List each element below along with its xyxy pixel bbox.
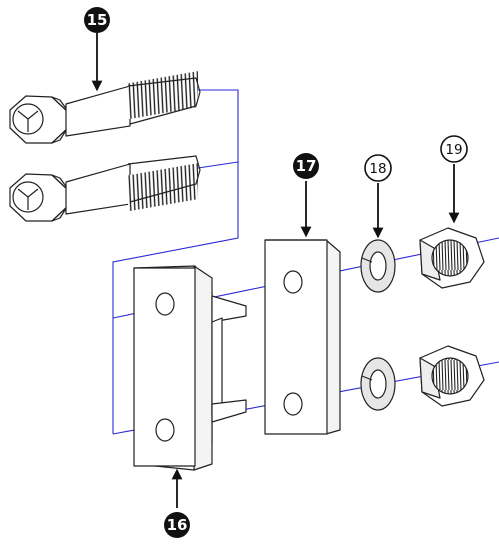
hex-nut-top <box>419 227 485 289</box>
lock-washer-bottom <box>360 357 396 411</box>
callout-19: 19 <box>440 135 468 163</box>
callout-19-label: 19 <box>445 142 462 158</box>
callout-17: 17 <box>293 153 319 179</box>
lock-washer-top <box>360 239 396 293</box>
callout-15-label: 15 <box>87 11 108 29</box>
callout-15: 15 <box>84 7 110 33</box>
back-plate <box>264 239 341 435</box>
callout-17-label: 17 <box>296 157 317 175</box>
hex-nut-bottom <box>419 345 485 407</box>
bolt-top <box>9 71 201 144</box>
bolt-bottom <box>9 155 201 222</box>
callout-18: 18 <box>364 154 392 182</box>
callout-16-label: 16 <box>167 516 188 534</box>
callout-18-label: 18 <box>369 161 386 177</box>
callout-16: 16 <box>164 512 190 538</box>
bracket-plate <box>133 265 247 471</box>
